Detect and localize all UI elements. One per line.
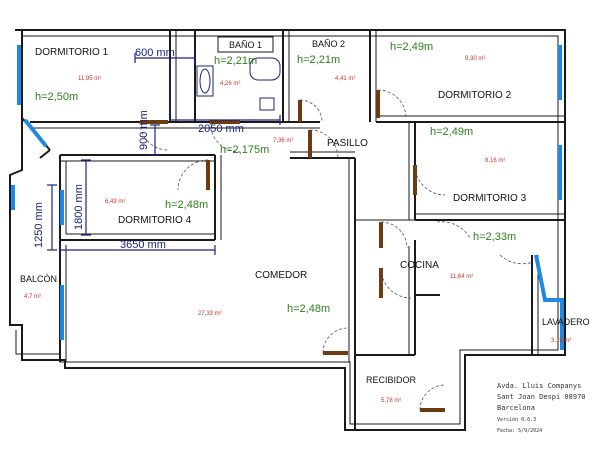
window-dormitorio1-angled [23, 118, 48, 148]
room-comedor-height: h=2,48m [287, 303, 330, 315]
door-swings [139, 89, 534, 411]
room-dormitorio2-name: DORMITORIO 2 [438, 90, 512, 101]
room-dormitorio1-height: h=2,50m [35, 91, 78, 103]
room-comedor-name: COMEDOR [255, 270, 307, 281]
bathtub-icon [196, 65, 214, 97]
room-cocina-height: h=2,33m [473, 231, 516, 243]
room-cocina-area: 11,64 m² [450, 274, 473, 280]
dimension-lines [47, 53, 281, 255]
room-recibidor-area: 5,78 m² [381, 398, 401, 404]
bano1-label-box [217, 36, 274, 53]
room-bano2-area: 4,41 m² [335, 76, 355, 82]
room-cocina-name: COCINA [400, 260, 439, 271]
dim-2050: 2050 mm [198, 123, 244, 135]
room-pasillo-name: PASILLO [327, 138, 368, 149]
window-lavadero [534, 254, 564, 350]
toilet-icon [249, 57, 281, 81]
room-dormitorio3-name: DORMITORIO 3 [453, 193, 527, 204]
room-comedor-area: 27,33 m² [198, 311, 222, 317]
info-version: Versión 0.0.3 [497, 416, 536, 423]
room-bano1-area: 4,26 m² [220, 81, 240, 87]
dim-3650: 3650 mm [120, 239, 166, 251]
info-street: Avda. Lluis Companys [497, 382, 581, 390]
room-dormitorio4-height: h=2,48m [165, 199, 208, 211]
room-bano1-name: BAÑO 1 [229, 40, 262, 50]
dim-600: 600 mm [135, 47, 175, 59]
doors [140, 90, 445, 412]
room-dormitorio4-name: DORMITORIO 4 [118, 215, 192, 226]
room-dormitorio1-name: DORMITORIO 1 [35, 47, 109, 58]
room-balcon-area: 4,7 m² [24, 294, 41, 300]
room-bano1-height: h=2,21m [214, 55, 257, 67]
room-balcon-name: BALCÓN [20, 274, 57, 284]
room-bano2-name: BAÑO 2 [312, 39, 345, 49]
room-pasillo-area: 7,36 m² [273, 138, 293, 144]
room-dormitorio2-area: 9,30 m² [465, 56, 485, 62]
room-dormitorio3-area: 8,16 m² [485, 158, 505, 164]
outer-wall [9, 29, 566, 431]
room-dormitorio2-height: h=2,49m [390, 41, 433, 53]
dim-1800: 1800 mm [73, 184, 85, 230]
info-province: Barcelona [497, 404, 535, 412]
sink-icon [259, 97, 275, 111]
dim-1250: 1250 mm [33, 202, 45, 248]
room-lavadero-name: LAVADERO [542, 317, 590, 327]
room-pasillo-height: h=2,175m [220, 144, 269, 156]
room-dormitorio4-area: 6,49 m² [105, 199, 125, 205]
windows [11, 45, 564, 350]
bathroom-fixtures [196, 57, 281, 111]
room-bano2-height: h=2,21m [297, 54, 340, 66]
room-dormitorio1-area: 11,95 m² [78, 76, 101, 82]
room-dormitorio3-height: h=2,49m [430, 126, 473, 138]
outer-wall-inner [15, 35, 559, 425]
dim-900: 900 mm [138, 110, 150, 150]
room-recibidor-name: RECIBIDOR [366, 375, 417, 385]
address-info: Avda. Lluis Companys Sant Joan Despí 089… [497, 382, 586, 434]
info-date: Fecha: 5/9/2024 [497, 428, 542, 434]
room-lavadero-area: 3,19 m² [551, 338, 571, 344]
info-city: Sant Joan Despí 08970 [497, 393, 586, 401]
